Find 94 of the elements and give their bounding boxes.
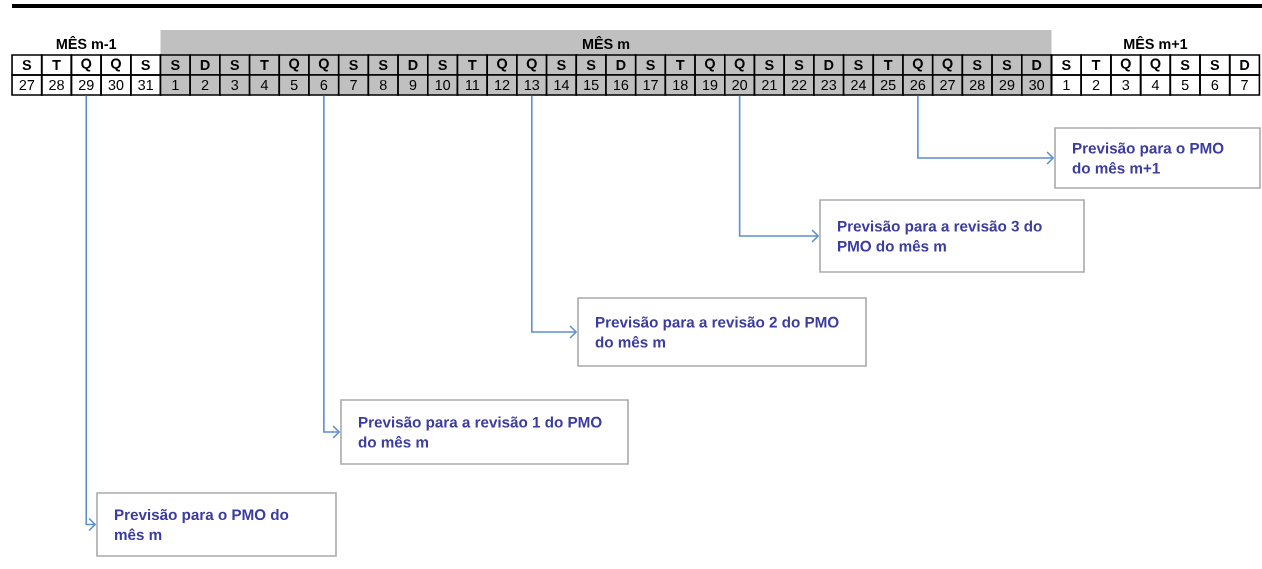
day-cell: 27 — [11, 74, 43, 96]
weekday-cell: Q — [100, 54, 132, 76]
weekday-cell: Q — [931, 54, 964, 76]
day-cell: 2 — [1080, 74, 1112, 96]
weekday-cell: Q — [278, 54, 310, 76]
weekday-cell: D — [397, 54, 429, 76]
weekday-cell: S — [219, 54, 251, 76]
day-cell: 5 — [1169, 74, 1201, 96]
forecast-box: Previsão para o PMO do mês m+1 — [1054, 127, 1261, 189]
weekday-cell: Q — [486, 54, 518, 76]
day-cell: 30 — [1021, 74, 1053, 96]
day-cell: 25 — [872, 74, 904, 96]
day-cell: 20 — [724, 74, 756, 96]
month-header: MÊS m-1 — [56, 36, 117, 49]
day-cell: 9 — [397, 74, 429, 96]
weekday-cell: T — [40, 54, 73, 76]
day-cell: 3 — [219, 74, 251, 96]
day-cell: 4 — [248, 74, 281, 96]
weekday-cell: S — [367, 54, 399, 76]
day-cell: 11 — [456, 74, 488, 96]
day-cell: 28 — [961, 74, 993, 96]
day-cell: 1 — [1050, 74, 1082, 96]
arrow — [530, 95, 578, 339]
day-cell: 18 — [664, 74, 696, 96]
weekday-cell: D — [189, 54, 221, 76]
weekday-cell: S — [159, 54, 191, 76]
day-cell: 29 — [991, 74, 1023, 96]
weekday-cell: S — [545, 54, 578, 76]
weekday-cell: Q — [902, 54, 934, 76]
weekday-cell: S — [575, 54, 607, 76]
day-cell: 4 — [1139, 74, 1172, 96]
day-cell: 29 — [70, 74, 102, 96]
weekday-cell: D — [1228, 54, 1261, 76]
arrow — [323, 95, 341, 439]
day-cell: 24 — [842, 74, 875, 96]
day-cell: 21 — [753, 74, 785, 96]
forecast-box: Previsão para o PMO do mês m — [96, 492, 337, 557]
weekday-cell: S — [991, 54, 1023, 76]
day-cell: 26 — [902, 74, 934, 96]
weekday-cell: Q — [1110, 54, 1142, 76]
day-cell: 19 — [694, 74, 726, 96]
weekday-cell: Q — [694, 54, 726, 76]
day-cell: 1 — [159, 74, 191, 96]
weekday-cell: Q — [516, 54, 548, 76]
forecast-box: Previsão para a revisão 1 do PMO do mês m — [340, 399, 629, 465]
day-cell: 7 — [1228, 74, 1261, 96]
weekday-cell: S — [427, 54, 459, 76]
weekday-cell: S — [961, 54, 993, 76]
month-header: MÊS m+1 — [1124, 36, 1188, 49]
weekday-cell: S — [842, 54, 875, 76]
day-cell: 27 — [931, 74, 964, 96]
weekday-cell: T — [456, 54, 488, 76]
weekday-cell: T — [872, 54, 904, 76]
arrow — [85, 95, 97, 532]
weekday-cell: S — [1199, 54, 1231, 76]
weekday-cell: T — [664, 54, 696, 76]
day-cell: 23 — [813, 74, 845, 96]
forecast-box: Previsão para a revisão 3 do PMO do mês m — [819, 199, 1085, 273]
day-cell: 28 — [40, 74, 73, 96]
day-cell: 3 — [1110, 74, 1142, 96]
weekday-cell: D — [1021, 54, 1053, 76]
day-cell: 12 — [486, 74, 518, 96]
weekday-cell: T — [1080, 54, 1112, 76]
day-cell: 5 — [278, 74, 310, 96]
weekday-cell: D — [605, 54, 637, 76]
weekday-cell: S — [337, 54, 370, 76]
day-cell: 22 — [783, 74, 815, 96]
day-cell: 2 — [189, 74, 221, 96]
day-cell: 6 — [308, 74, 340, 96]
weekday-cell: S — [11, 54, 43, 76]
weekday-cell: Q — [70, 54, 102, 76]
arrow — [917, 95, 1055, 165]
day-cell: 13 — [516, 74, 548, 96]
weekday-cell: S — [753, 54, 785, 76]
weekday-cell: S — [1169, 54, 1201, 76]
day-cell: 16 — [605, 74, 637, 96]
day-cell: 17 — [634, 74, 667, 96]
day-cell: 7 — [337, 74, 370, 96]
day-cell: 15 — [575, 74, 607, 96]
weekday-cell: Q — [1139, 54, 1172, 76]
day-cell: 10 — [427, 74, 459, 96]
weekday-cell: Q — [724, 54, 756, 76]
day-cell: 6 — [1199, 74, 1231, 96]
day-cell: 8 — [367, 74, 399, 96]
weekday-cell: Q — [308, 54, 340, 76]
weekday-cell: D — [813, 54, 845, 76]
weekday-cell: S — [783, 54, 815, 76]
forecast-box: Previsão para a revisão 2 do PMO do mês m — [577, 297, 867, 367]
weekday-cell: S — [634, 54, 667, 76]
day-cell: 14 — [545, 74, 578, 96]
day-cell: 30 — [100, 74, 132, 96]
weekday-cell: S — [1050, 54, 1082, 76]
arrow — [738, 95, 820, 243]
weekday-cell: T — [248, 54, 281, 76]
